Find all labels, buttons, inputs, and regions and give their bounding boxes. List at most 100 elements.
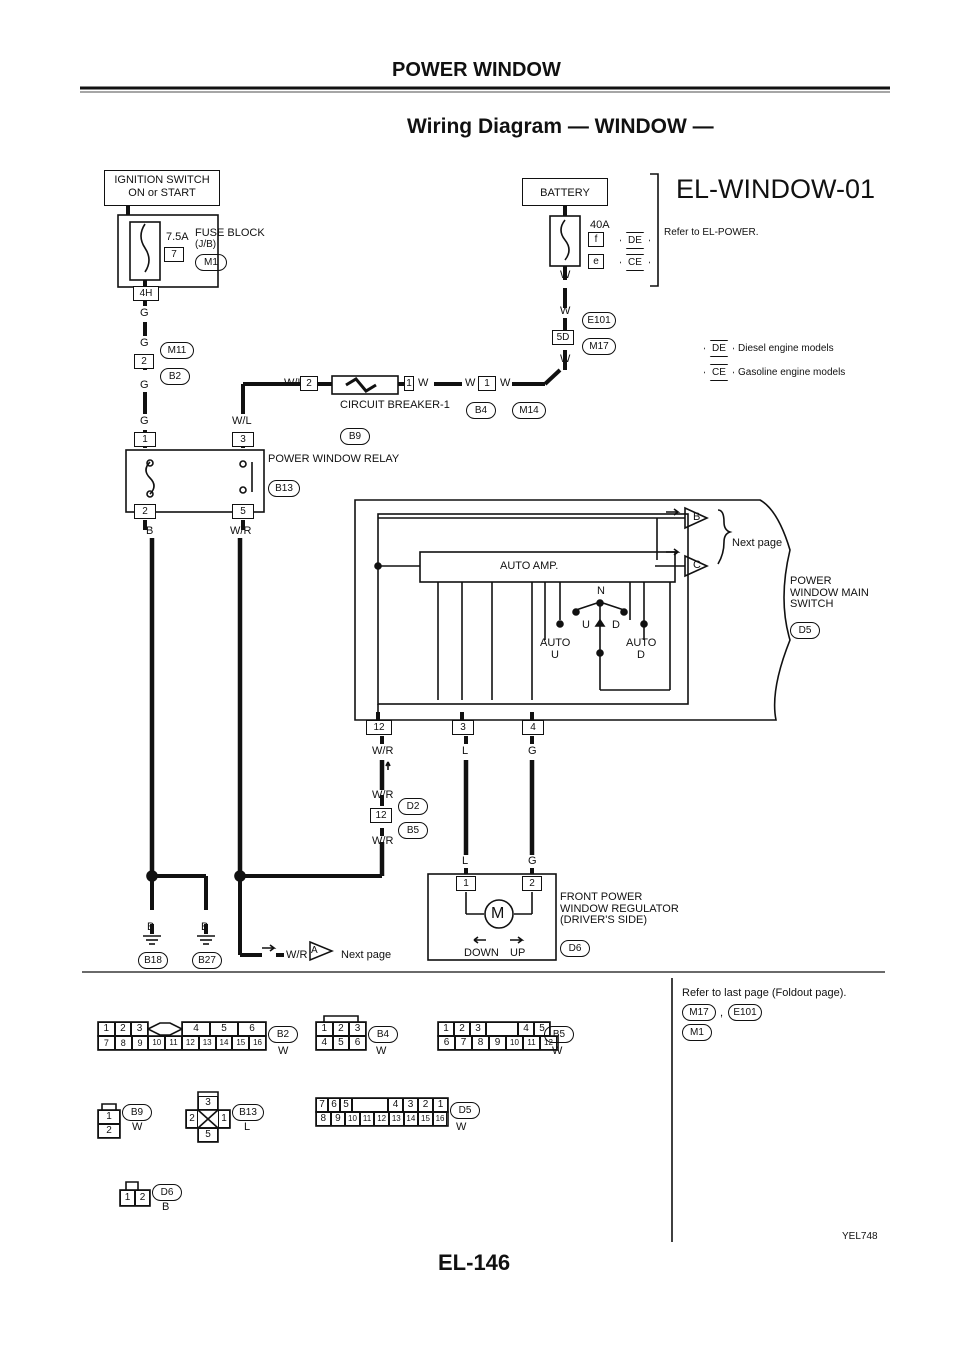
- b4-pin: 2: [332, 1022, 350, 1036]
- b2-pin: 11: [165, 1036, 182, 1050]
- d5-pin: 16: [432, 1112, 448, 1126]
- pin-4-switch: 4: [522, 720, 544, 735]
- connector-d2: D2: [398, 798, 428, 815]
- page-number: EL-146: [438, 1250, 511, 1275]
- b2-pin: 3: [131, 1022, 148, 1036]
- b9-pin: 2: [98, 1124, 120, 1138]
- connector-d5: D5: [790, 622, 820, 639]
- fuse-number: 7: [164, 247, 184, 262]
- d5-pin: 11: [359, 1112, 375, 1126]
- d5-pin: 5: [340, 1098, 352, 1112]
- pin-1-regulator: 1: [456, 876, 476, 891]
- faceview-b5-color: W: [552, 1045, 563, 1057]
- b9-pin: 1: [98, 1110, 120, 1124]
- b13-pin: 5: [198, 1128, 218, 1142]
- fuse-rating: 7.5A: [166, 231, 189, 243]
- faceview-b5-label: B5: [544, 1026, 574, 1043]
- faceview-b5-bottom: 6 7 8 9 10 11 12: [438, 1036, 558, 1050]
- d5-pin: 13: [388, 1112, 404, 1126]
- refer-foldout: Refer to last page (Foldout page).: [682, 987, 847, 999]
- faceview-b2-bottom: 7 8 9 10 11 12 13 14 15 16: [98, 1036, 266, 1050]
- fuse-block-sub: (J/B): [195, 239, 217, 250]
- next-page-a: Next page: [341, 949, 392, 961]
- legend-diesel: Diesel engine models: [738, 343, 834, 354]
- d5-pin: 1: [433, 1098, 448, 1112]
- faceview-b4-label: B4: [368, 1026, 398, 1043]
- d5-pin: 8: [316, 1112, 331, 1126]
- connector-b4: B4: [466, 402, 496, 419]
- pin-12-switch: 12: [366, 720, 392, 735]
- b5-pin: 11: [523, 1036, 540, 1050]
- wire-color-g-3: G: [140, 379, 149, 391]
- b4-pin: 3: [349, 1022, 366, 1036]
- b4-pin: 4: [316, 1036, 333, 1050]
- pin-5d: 5D: [552, 330, 574, 345]
- arrow-a-label: A: [311, 945, 318, 956]
- wire-color-wr-relay: W/R: [230, 525, 252, 537]
- wire-color-b-relay: B: [146, 525, 154, 537]
- regulator-label: FRONT POWER WINDOW REGULATOR (DRIVER'S S…: [560, 891, 679, 927]
- d5-pin: 6: [328, 1098, 340, 1112]
- wire-color-wr-next: W/R: [286, 949, 308, 961]
- faceview-b13-label: B13: [232, 1104, 264, 1121]
- d6-pin: 1: [120, 1190, 135, 1206]
- wire-color-wr-2: W/R: [372, 789, 394, 801]
- refer-conn-e101: E101: [728, 1004, 762, 1021]
- b2-pin: 8: [114, 1036, 132, 1050]
- b4-pin: 1: [316, 1022, 333, 1036]
- faceview-b9-label: B9: [122, 1104, 152, 1121]
- wire-color-wr-1: W/R: [372, 745, 394, 757]
- section-title: POWER WINDOW: [392, 59, 561, 81]
- motor-symbol: M: [491, 905, 505, 922]
- b5-pin: 2: [454, 1022, 470, 1036]
- b2-pin: 10: [148, 1036, 166, 1050]
- refer-conn-m1: M1: [682, 1024, 712, 1041]
- b2-pin: 7: [98, 1036, 115, 1050]
- wire-color-g-6: G: [528, 855, 537, 867]
- faceview-d5-top: 7 6 5 4 3 2 1: [316, 1098, 448, 1112]
- relay-label: POWER WINDOW RELAY: [268, 453, 400, 465]
- pin-2-regulator: 2: [522, 876, 542, 891]
- b2-pin: 16: [249, 1036, 266, 1050]
- diagram-code: EL-WINDOW-01: [676, 174, 876, 204]
- b5-pin: 4: [518, 1022, 534, 1036]
- legend-gasoline: Gasoline engine models: [738, 367, 846, 378]
- fusible-link-f: f: [588, 232, 604, 247]
- wire-color-g-2: G: [140, 337, 149, 349]
- pin-3-relay: 3: [232, 432, 254, 447]
- b5-pin: 1: [438, 1022, 454, 1036]
- b5-key: [486, 1022, 518, 1036]
- connector-b5: B5: [398, 822, 428, 839]
- pin-5-relay: 5: [232, 504, 254, 519]
- pin-2-relay: 2: [134, 504, 156, 519]
- wire-color-w-b4-right: W: [500, 377, 511, 389]
- b2-pin: 15: [232, 1036, 250, 1050]
- faceview-b5-top: 1 2 3 4 5: [438, 1022, 550, 1036]
- d5-pin: 2: [418, 1098, 433, 1112]
- pin-12-d2: 12: [370, 808, 392, 823]
- pin-3-switch: 3: [452, 720, 474, 735]
- wire-color-l-2: L: [462, 855, 469, 867]
- wire-color-w-b4-left: W: [465, 377, 476, 389]
- faceview-d5-label: D5: [450, 1102, 480, 1119]
- b5-pin: 7: [455, 1036, 472, 1050]
- legend-ce-tag-2: CE: [704, 364, 734, 381]
- connector-m11: M11: [160, 342, 194, 359]
- connector-d6: D6: [560, 940, 590, 957]
- legend-de-tag-2: DE: [704, 340, 734, 357]
- connector-b27: B27: [192, 952, 222, 969]
- wire-color-b-ground-2: B: [201, 921, 209, 933]
- b2-pin: 4: [182, 1022, 210, 1036]
- wire-color-g-1: G: [140, 307, 149, 319]
- arrow-b-label: B: [693, 511, 701, 523]
- main-switch-label: POWER WINDOW MAIN SWITCH: [790, 575, 869, 611]
- b5-pin: 9: [489, 1036, 506, 1050]
- d5-pin: 15: [418, 1112, 433, 1126]
- pin-2-m11: 2: [134, 354, 154, 369]
- b5-pin: 3: [470, 1022, 486, 1036]
- faceview-d6-label: D6: [152, 1184, 182, 1201]
- wire-color-wr-3: W/R: [372, 835, 394, 847]
- pin-1-relay: 1: [134, 432, 156, 447]
- pin-4h: 4H: [133, 286, 159, 301]
